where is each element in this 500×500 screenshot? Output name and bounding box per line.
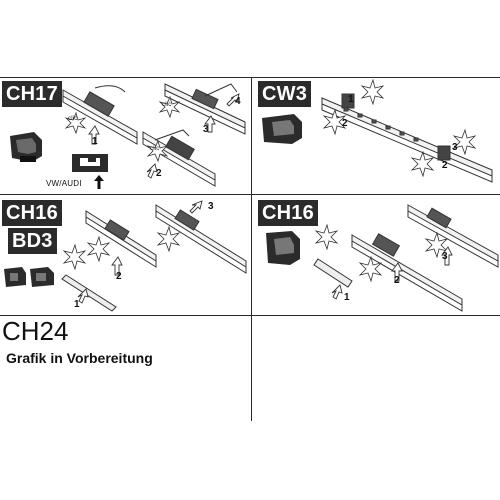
grid-line-lower [0, 315, 500, 316]
ch16-bd3-assembly-diagram [61, 200, 247, 312]
panel-ch16: CH16 1 2 3 [252, 195, 500, 315]
step-label-1: 1 [344, 292, 350, 303]
click-label: clic [150, 146, 160, 152]
vw-audi-clip-icon [72, 154, 108, 172]
grid-line-vertical [251, 78, 252, 421]
panel-title-cw3: CW3 [258, 81, 312, 107]
cw3-clip-icon [262, 114, 302, 144]
panel-title-ch16: CH16 [2, 200, 62, 226]
ch16-clip-pair-icon [4, 267, 54, 287]
step-label-4: 4 [235, 96, 241, 107]
grid-line-middle [0, 194, 500, 195]
step-label-1: 1 [92, 136, 98, 147]
step-label-1: 1 [74, 299, 80, 310]
step-label-1: 1 [348, 94, 354, 105]
click-label: clic [68, 116, 78, 122]
panel-cw3: CW3 1 2 2 3 [252, 78, 500, 194]
step-label-2: 2 [156, 168, 162, 179]
step-label-3: 3 [208, 201, 214, 212]
panel-ch17: CH17 VW/AUDI [0, 78, 251, 194]
panel-ch16-bd3: CH16 BD3 1 2 3 [0, 195, 251, 315]
ch16-clip-icon [266, 231, 300, 265]
clip-adapter-icon [10, 132, 42, 162]
panel-title-ch17: CH17 [2, 81, 62, 107]
panel-subtitle-ch24: Grafik in Vorbereitung [6, 350, 153, 366]
step-label-3: 3 [452, 142, 458, 153]
panel-title-ch24: CH24 [2, 316, 69, 346]
step-label-2: 2 [116, 271, 122, 282]
step-label-2: 2 [342, 118, 348, 129]
cw3-assembly-diagram [321, 78, 493, 183]
vw-audi-label: VW/AUDI [46, 179, 82, 188]
ch17-assembly-diagram [62, 83, 246, 187]
arrow-up-icon [94, 175, 104, 189]
panel-ch24: CH24 Grafik in Vorbereitung [0, 316, 251, 421]
step-label-3: 3 [442, 251, 448, 262]
grid-line-top [0, 77, 500, 78]
step-label-2: 2 [394, 275, 400, 286]
panel-title-ch16: CH16 [258, 200, 318, 226]
ch16-assembly-diagram [313, 204, 499, 312]
step-label-2: 2 [442, 160, 448, 171]
panel-title-bd3: BD3 [8, 228, 57, 254]
step-label-3: 3 [203, 124, 209, 135]
click-label: clic [162, 102, 172, 108]
